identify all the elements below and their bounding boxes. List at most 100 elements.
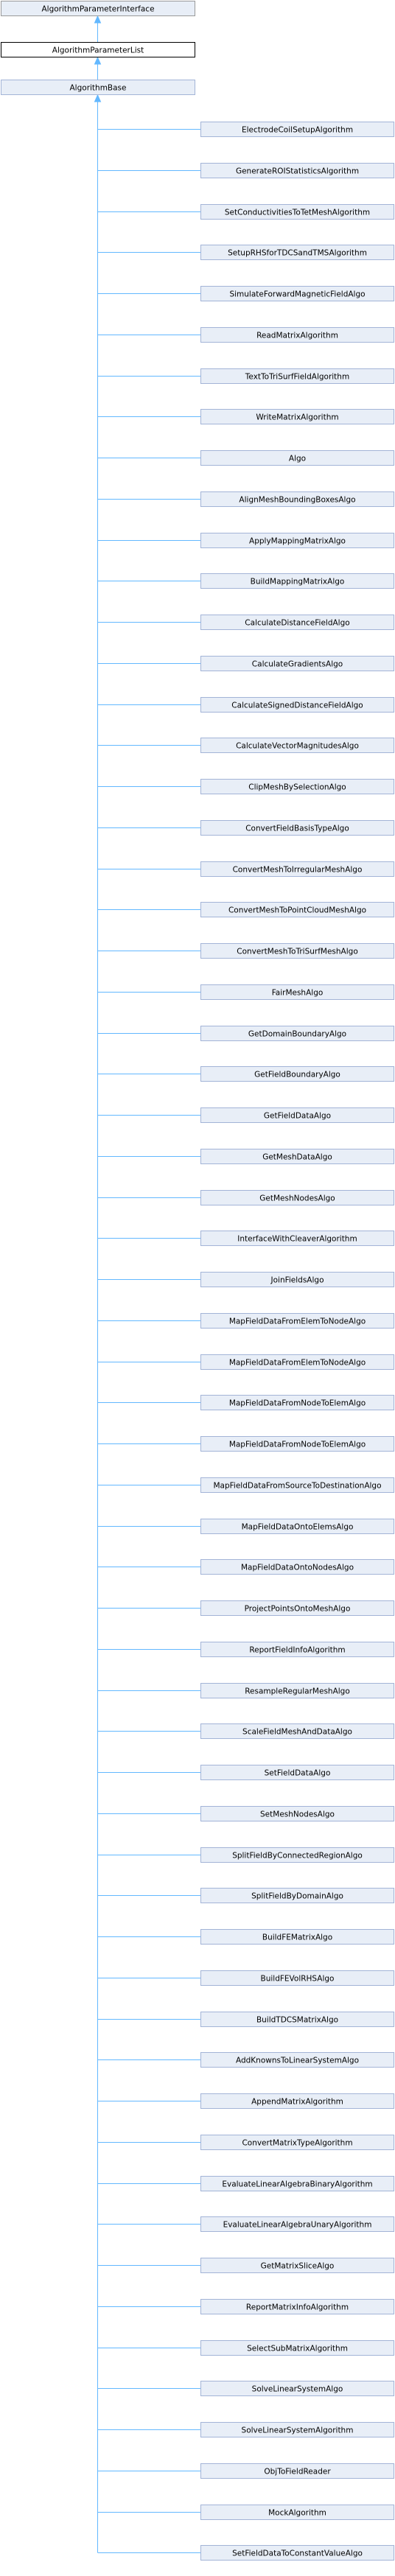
class-node-add-knowns-to-linear-system-algo[interactable]: AddKnownsToLinearSystemAlgo [200, 2052, 394, 2068]
class-box [200, 2422, 394, 2437]
class-node-map-field-data-from-elem-to-node-algo[interactable]: MapFieldDataFromElemToNodeAlgo [200, 1354, 394, 1370]
class-node-algorithm-parameter-list[interactable]: AlgorithmParameterList [1, 42, 195, 57]
class-node-generate-roi-statistics-algorithm[interactable]: GenerateROIStatisticsAlgorithm [200, 163, 394, 178]
class-node-map-field-data-from-elem-to-node-algo[interactable]: MapFieldDataFromElemToNodeAlgo [200, 1313, 394, 1329]
class-node-map-field-data-onto-elems-algo[interactable]: MapFieldDataOntoElemsAlgo [200, 1519, 394, 1534]
class-node-map-field-data-from-node-to-elem-algo[interactable]: MapFieldDataFromNodeToElemAlgo [200, 1395, 394, 1410]
class-name-label: BuildMappingMatrixAlgo [251, 578, 345, 587]
inheritance-arrowhead [94, 15, 102, 24]
class-name-label: TextToTriSurfFieldAlgorithm [245, 373, 349, 382]
class-name-label: ElectrodeCoilSetupAlgorithm [242, 126, 353, 135]
class-node-set-field-data-to-constant-value-algo[interactable]: SetFieldDataToConstantValueAlgo [200, 2545, 394, 2561]
class-box [200, 1559, 394, 1575]
class-node-map-field-data-from-node-to-elem-algo[interactable]: MapFieldDataFromNodeToElemAlgo [200, 1436, 394, 1452]
class-node-split-field-by-domain-algo[interactable]: SplitFieldByDomainAlgo [200, 1888, 394, 1903]
class-box [200, 2176, 394, 2191]
class-node-convert-mesh-to-point-cloud-mesh-algo[interactable]: ConvertMeshToPointCloudMeshAlgo [200, 902, 394, 917]
class-node-convert-mesh-to-tri-surf-mesh-algo[interactable]: ConvertMeshToTriSurfMeshAlgo [200, 943, 394, 959]
class-node-convert-mesh-to-irregular-mesh-algo[interactable]: ConvertMeshToIrregularMeshAlgo [200, 861, 394, 877]
class-box [1, 1, 195, 16]
class-node-report-field-info-algorithm[interactable]: ReportFieldInfoAlgorithm [200, 1642, 394, 1657]
class-node-select-sub-matrix-algorithm[interactable]: SelectSubMatrixAlgorithm [200, 2340, 394, 2356]
class-node-build-tdcs-matrix-algo[interactable]: BuildTDCSMatrixAlgo [200, 2012, 394, 2027]
class-node-get-field-boundary-algo[interactable]: GetFieldBoundaryAlgo [200, 1066, 394, 1082]
class-name-label: MockAlgorithm [268, 2509, 326, 2518]
class-name-label: SelectSubMatrixAlgorithm [247, 2345, 348, 2353]
class-name-label: ResampleRegularMeshAlgo [245, 1687, 350, 1696]
class-name-label: BuildTDCSMatrixAlgo [256, 2016, 338, 2025]
class-node-setup-rh-sfor-tdc-sand-tms-algorithm[interactable]: SetupRHSforTDCSandTMSAlgorithm [200, 245, 394, 260]
class-node-solve-linear-system-algorithm[interactable]: SolveLinearSystemAlgorithm [200, 2422, 394, 2437]
class-node-simulate-forward-magnetic-field-algo[interactable]: SimulateForwardMagneticFieldAlgo [200, 286, 394, 301]
class-node-align-mesh-bounding-boxes-algo[interactable]: AlignMeshBoundingBoxesAlgo [200, 491, 394, 507]
class-box [200, 738, 394, 753]
class-node-algorithm-base[interactable]: AlgorithmBase [1, 80, 195, 95]
class-box [200, 2381, 394, 2396]
class-node-split-field-by-connected-region-algo[interactable]: SplitFieldByConnectedRegionAlgo [200, 1847, 394, 1863]
class-node-build-fe-matrix-algo[interactable]: BuildFEMatrixAlgo [200, 1929, 394, 1945]
class-node-project-points-onto-mesh-algo[interactable]: ProjectPointsOntoMeshAlgo [200, 1600, 394, 1616]
class-box [200, 491, 394, 507]
class-name-label: AlignMeshBoundingBoxesAlgo [239, 496, 355, 505]
class-node-build-mapping-matrix-algo[interactable]: BuildMappingMatrixAlgo [200, 573, 394, 589]
class-node-obj-to-field-reader[interactable]: ObjToFieldReader [200, 2463, 394, 2479]
class-node-join-fields-algo[interactable]: JoinFieldsAlgo [200, 1272, 394, 1287]
class-node-scale-field-mesh-and-data-algo[interactable]: ScaleFieldMeshAndDataAlgo [200, 1723, 394, 1739]
class-node-map-field-data-from-source-to-destination-algo[interactable]: MapFieldDataFromSourceToDestinationAlgo [200, 1477, 394, 1493]
class-box [200, 2052, 394, 2068]
class-name-label: MapFieldDataFromElemToNodeAlgo [229, 1359, 366, 1368]
class-node-evaluate-linear-algebra-unary-algorithm[interactable]: EvaluateLinearAlgebraUnaryAlgorithm [200, 2216, 394, 2232]
class-node-map-field-data-onto-nodes-algo[interactable]: MapFieldDataOntoNodesAlgo [200, 1559, 394, 1575]
class-node-set-field-data-algo[interactable]: SetFieldDataAlgo [200, 1765, 394, 1780]
class-name-label: FairMeshAlgo [272, 989, 324, 998]
class-box [200, 1395, 394, 1410]
class-node-mock-algorithm[interactable]: MockAlgorithm [200, 2505, 394, 2520]
class-node-interface-with-cleaver-algorithm[interactable]: InterfaceWithCleaverAlgorithm [200, 1231, 394, 1246]
class-node-get-domain-boundary-algo[interactable]: GetDomainBoundaryAlgo [200, 1026, 394, 1041]
class-node-get-mesh-nodes-algo[interactable]: GetMeshNodesAlgo [200, 1190, 394, 1205]
class-box [200, 1436, 394, 1452]
class-box [200, 1477, 394, 1493]
class-node-resample-regular-mesh-algo[interactable]: ResampleRegularMeshAlgo [200, 1683, 394, 1698]
class-node-set-conductivities-to-tet-mesh-algorithm[interactable]: SetConductivitiesToTetMeshAlgorithm [200, 204, 394, 220]
class-node-text-to-tri-surf-field-algorithm[interactable]: TextToTriSurfFieldAlgorithm [200, 368, 394, 384]
class-node-clip-mesh-by-selection-algo[interactable]: ClipMeshBySelectionAlgo [200, 779, 394, 794]
class-node-report-matrix-info-algorithm[interactable]: ReportMatrixInfoAlgorithm [200, 2299, 394, 2314]
class-node-solve-linear-system-algo[interactable]: SolveLinearSystemAlgo [200, 2381, 394, 2396]
class-node-convert-matrix-type-algorithm[interactable]: ConvertMatrixTypeAlgorithm [200, 2135, 394, 2150]
class-node-get-matrix-slice-algo[interactable]: GetMatrixSliceAlgo [200, 2258, 394, 2273]
class-node-calculate-signed-distance-field-algo[interactable]: CalculateSignedDistanceFieldAlgo [200, 697, 394, 713]
class-box [200, 861, 394, 877]
class-node-read-matrix-algorithm[interactable]: ReadMatrixAlgorithm [200, 327, 394, 343]
class-node-electrode-coil-setup-algorithm[interactable]: ElectrodeCoilSetupAlgorithm [200, 122, 394, 137]
class-node-convert-field-basis-type-algo[interactable]: ConvertFieldBasisTypeAlgo [200, 820, 394, 836]
class-box [200, 1683, 394, 1698]
class-box [200, 2258, 394, 2273]
class-box [200, 656, 394, 671]
class-node-append-matrix-algorithm[interactable]: AppendMatrixAlgorithm [200, 2093, 394, 2109]
class-node-algorithm-parameter-interface[interactable]: AlgorithmParameterInterface [1, 1, 195, 16]
class-node-set-mesh-nodes-algo[interactable]: SetMeshNodesAlgo [200, 1806, 394, 1821]
class-box [200, 1231, 394, 1246]
class-name-label: ConvertMeshToIrregularMeshAlgo [233, 866, 363, 875]
class-node-get-mesh-data-algo[interactable]: GetMeshDataAlgo [200, 1149, 394, 1164]
class-box [200, 1190, 394, 1205]
class-name-label: ConvertMeshToPointCloudMeshAlgo [228, 906, 366, 915]
class-node-evaluate-linear-algebra-binary-algorithm[interactable]: EvaluateLinearAlgebraBinaryAlgorithm [200, 2176, 394, 2191]
class-box [200, 1888, 394, 1903]
class-name-label: SetFieldDataToConstantValueAlgo [232, 2549, 363, 2558]
class-node-algo[interactable]: Algo [200, 450, 394, 466]
class-node-fair-mesh-algo[interactable]: FairMeshAlgo [200, 984, 394, 1000]
class-node-write-matrix-algorithm[interactable]: WriteMatrixAlgorithm [200, 409, 394, 424]
class-box [200, 533, 394, 548]
class-node-get-field-data-algo[interactable]: GetFieldDataAlgo [200, 1107, 394, 1123]
class-node-calculate-distance-field-algo[interactable]: CalculateDistanceFieldAlgo [200, 615, 394, 630]
class-node-calculate-gradients-algo[interactable]: CalculateGradientsAlgo [200, 656, 394, 671]
class-name-label: MapFieldDataOntoElemsAlgo [242, 1523, 354, 1532]
class-node-apply-mapping-matrix-algo[interactable]: ApplyMappingMatrixAlgo [200, 533, 394, 548]
class-node-build-fe-vol-rhs-algo[interactable]: BuildFEVolRHSAlgo [200, 1970, 394, 1986]
class-node-calculate-vector-magnitudes-algo[interactable]: CalculateVectorMagnitudesAlgo [200, 738, 394, 753]
inheritance-edges [94, 15, 201, 2553]
class-box [200, 1847, 394, 1863]
